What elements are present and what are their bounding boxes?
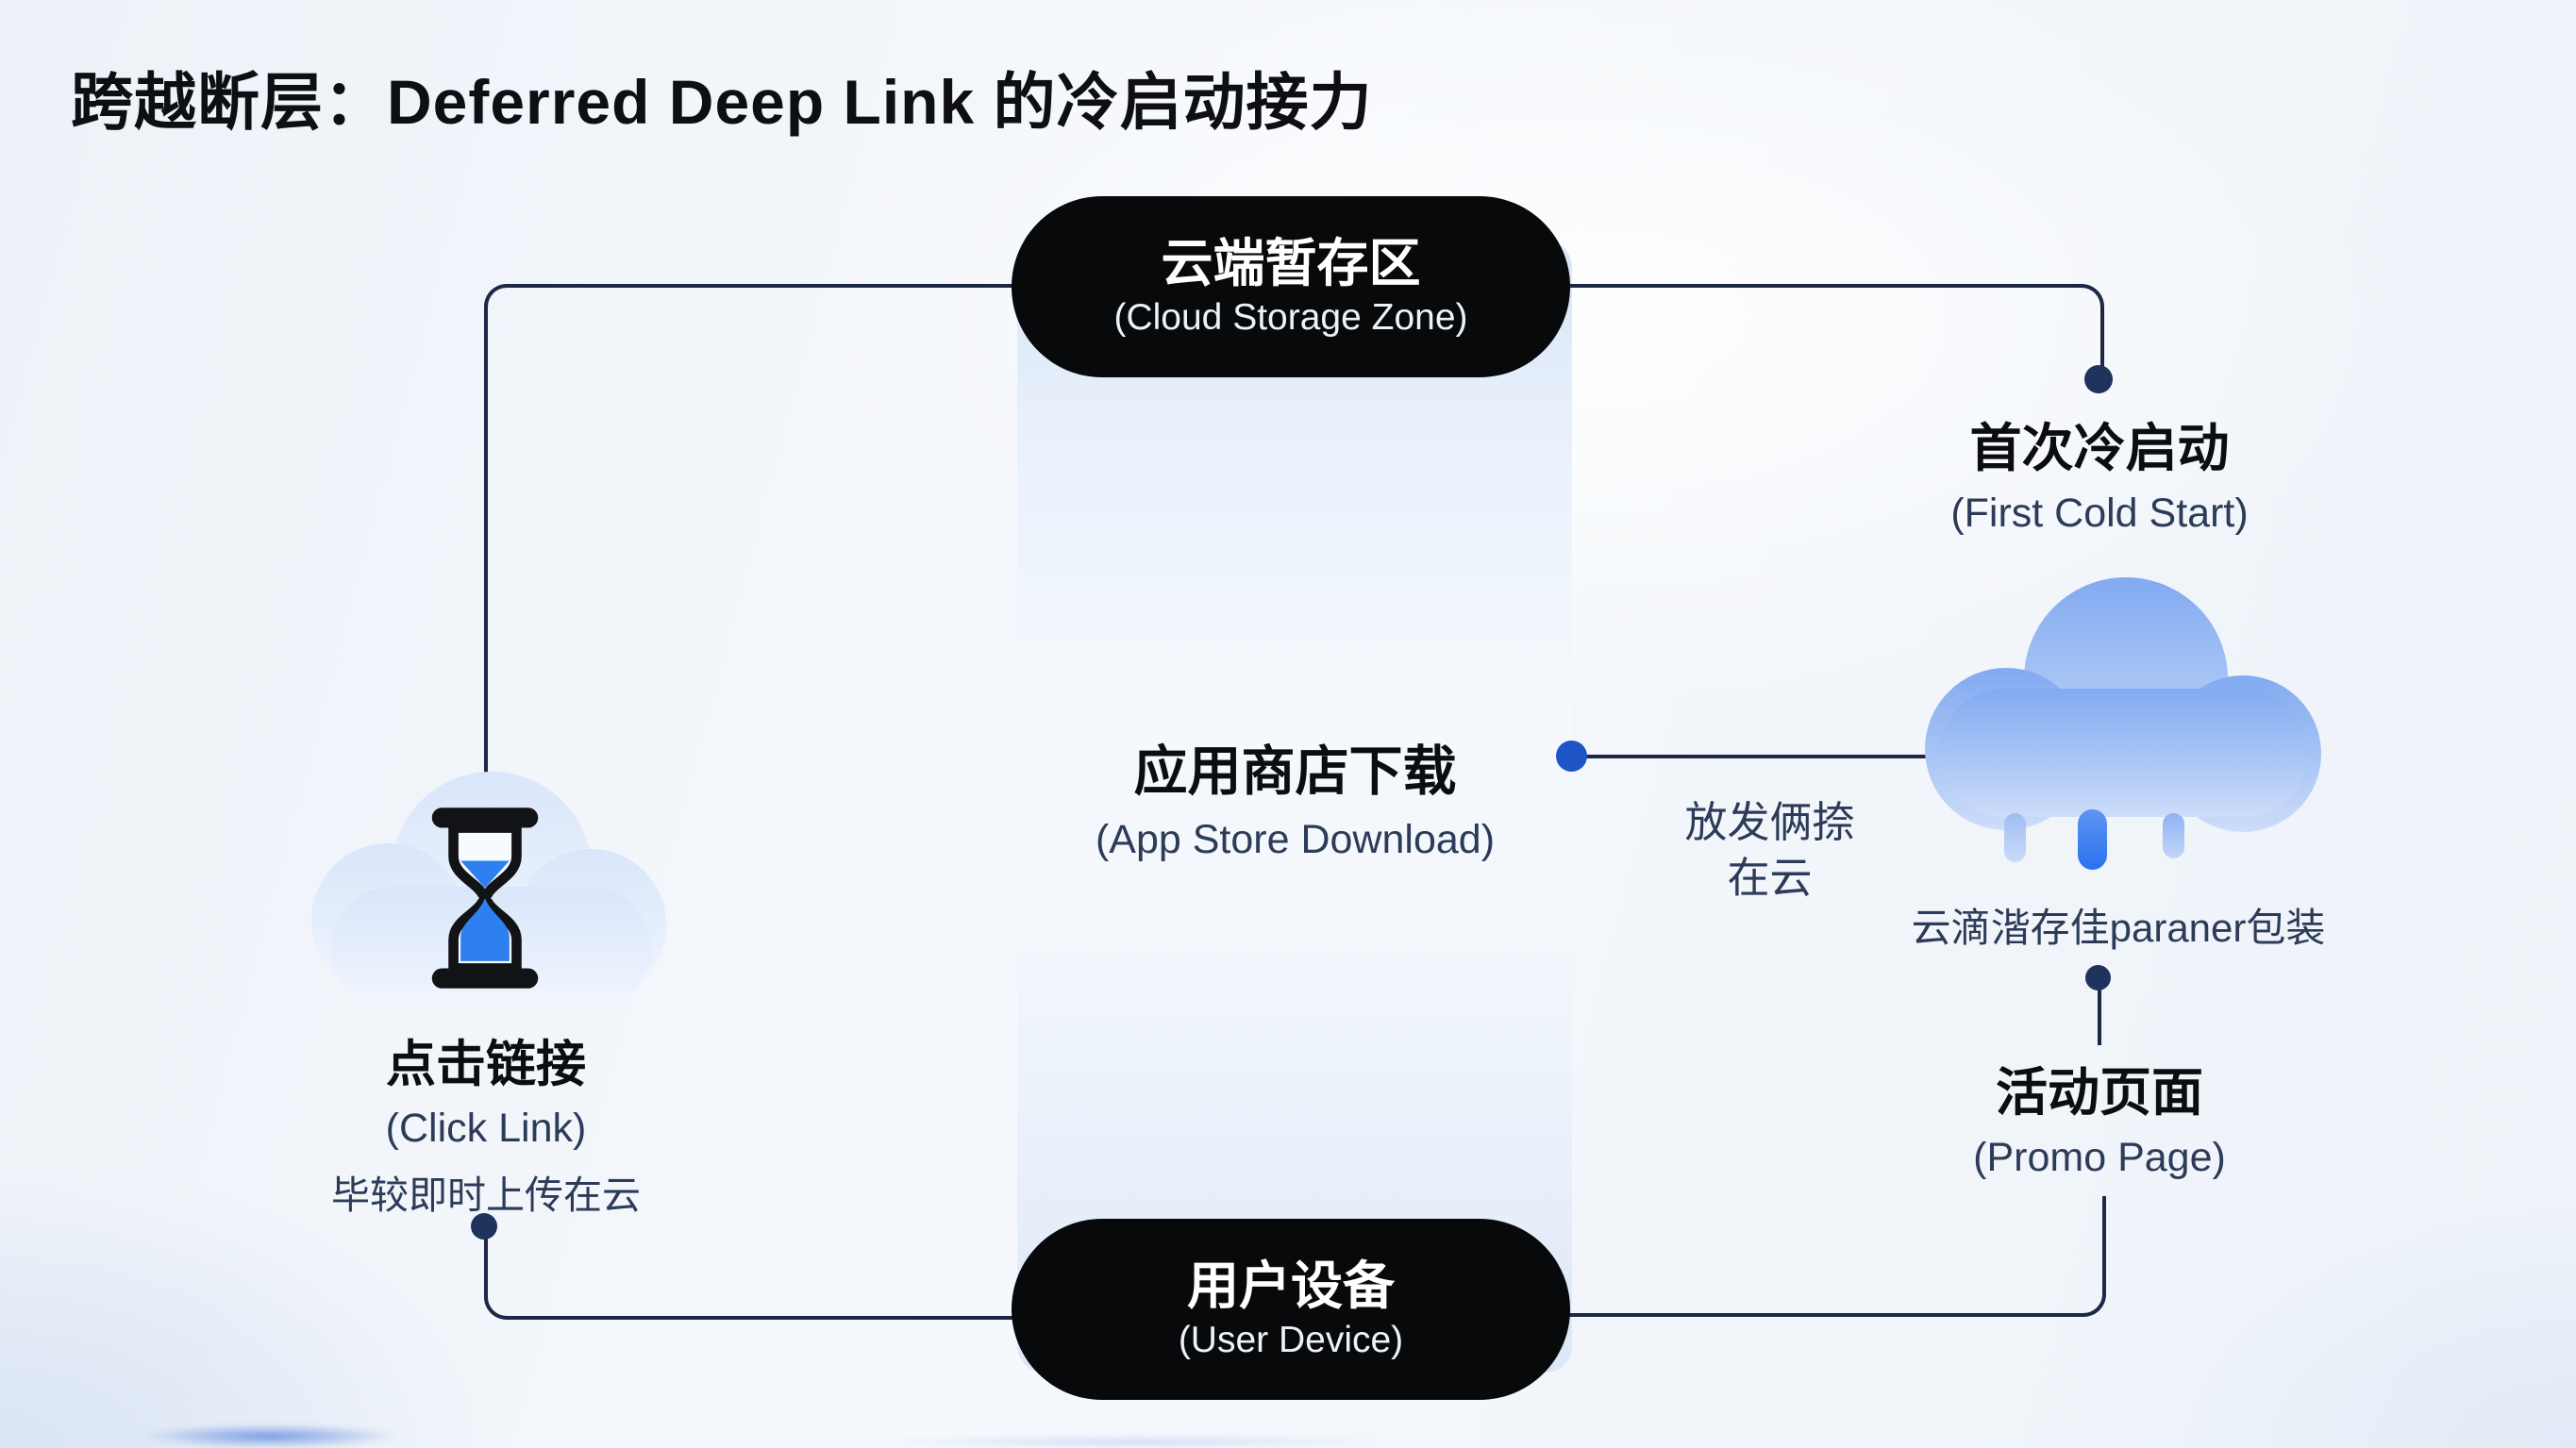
relay-annotation-line2: 在云 [1727,853,1813,902]
dot-promo-page [2085,965,2111,990]
bottom-glow-left [142,1424,396,1448]
cloud-note-text: 云滴湝存佳paraner包装 [1911,906,2326,950]
node-first-cold-start: 首次冷启动 (First Cold Start) [1864,406,2335,537]
click-link-note: 毕较即时上传在云 [331,1173,641,1217]
promo-page-label-en: (Promo Page) [1973,1135,2226,1180]
app-store-label-zh: 应用商店下载 [1133,741,1457,802]
connector-bottom-right [1566,1196,2106,1317]
promo-page-label-zh: 活动页面 [1995,1063,2203,1122]
rain-cloud-icon [1925,577,2321,889]
cloud-storage-zone-label-en: (Cloud Storage Zone) [1113,297,1468,339]
user-device-label-en: (User Device) [1178,1320,1404,1361]
node-cloud-storage-zone: 云端暂存区 (Cloud Storage Zone) [1012,196,1570,377]
node-promo-page: 活动页面 (Promo Page) [1864,1050,2335,1181]
page-title: 跨越断层：Deferred Deep Link 的冷启动接力 [71,67,1373,137]
user-device-label-zh: 用户设备 [1186,1256,1395,1315]
click-link-label-zh: 点击链接 [386,1037,586,1092]
node-user-device: 用户设备 (User Device) [1012,1219,1570,1400]
connector-top-left [484,284,1304,835]
click-link-label-en: (Click Link) [385,1106,587,1151]
first-cold-start-label-zh: 首次冷启动 [1969,419,2230,477]
relay-annotation-line1: 放发俩捺 [1684,798,1855,846]
cloud-storage-column [1017,241,1572,1373]
cloud-note: 云滴湝存佳paraner包装 [1873,896,2364,954]
connector-cloud-to-promo [2098,989,2101,1045]
hourglass-icon [431,807,539,989]
dot-first-cold-start [2084,365,2113,393]
raindrop-middle [2078,809,2107,870]
dot-app-store [1556,741,1587,772]
connector-top-right [1300,284,2104,382]
cloud-storage-zone-label-zh: 云端暂存区 [1161,233,1421,292]
relay-annotation: 放发俩捺 在云 [1659,795,1881,906]
bottom-glow-center [887,1436,1378,1448]
raindrop-left [2004,813,2026,862]
raindrop-right [2163,813,2184,858]
cloud-icon [311,772,670,1019]
app-store-label-en: (App Store Download) [1095,817,1496,862]
connector-app-store-to-cloud [1571,755,1947,758]
dot-click-link [471,1213,497,1240]
connector-bottom-left [484,1228,1034,1320]
first-cold-start-label-en: (First Cold Start) [1950,491,2249,536]
node-click-link: 点击链接 (Click Link) 毕较即时上传在云 [250,1024,722,1220]
node-app-store: 应用商店下载 (App Store Download) [1014,728,1576,863]
